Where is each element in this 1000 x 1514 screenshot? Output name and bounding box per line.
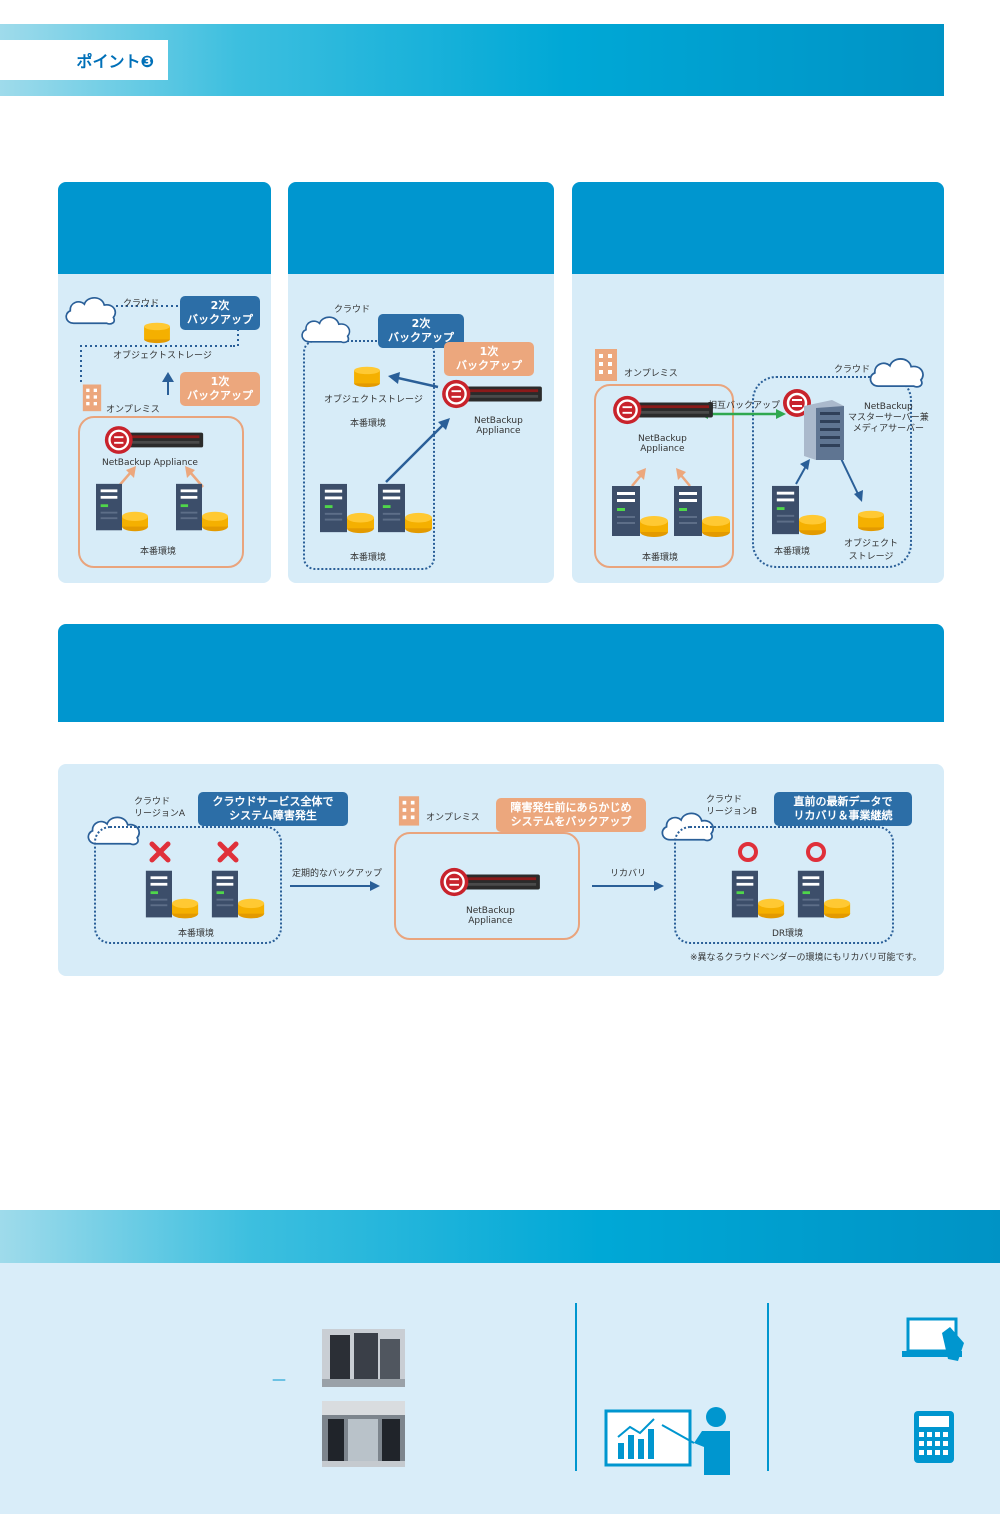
- cloud-region-box: [303, 340, 435, 570]
- cloud-icon: [298, 310, 354, 348]
- failure-x-icon: [149, 841, 171, 863]
- section-2-header: [58, 624, 944, 722]
- netbackup-appliance-icon: [438, 378, 546, 410]
- calculator-icon: [914, 1411, 954, 1463]
- dr-diagram-panel: クラウドリージョンA クラウドサービス全体でシステム障害発生 本番環境 定期的な…: [58, 764, 944, 976]
- server-icon: [376, 482, 434, 536]
- divider: [767, 1303, 769, 1471]
- cloud-label: クラウド: [123, 299, 160, 309]
- failure-bubble: クラウドサービス全体でシステム障害発生: [198, 792, 348, 826]
- onprem-box: [394, 832, 580, 940]
- panel-3-header: [572, 182, 944, 274]
- dr-flow-arrows: [290, 881, 664, 891]
- laptop-touch-icon: [902, 1317, 964, 1361]
- production-label: 本番環境: [178, 929, 215, 939]
- onprem-box: [594, 384, 734, 568]
- cloud-icon: [62, 290, 120, 330]
- production-label-right: 本番環境: [774, 547, 811, 557]
- server-icon: [672, 484, 732, 540]
- datacenter-photo-1: [322, 1329, 405, 1387]
- server-icon: [796, 868, 852, 922]
- recovery-label: リカバリ: [610, 869, 647, 879]
- footer-dash: —: [272, 1372, 286, 1388]
- onprem-label: オンプレミス: [426, 813, 480, 823]
- pre-backup-bubble: 障害発生前にあらかじめシステムをバックアップ: [496, 798, 646, 832]
- panel-1-header: [58, 182, 271, 274]
- divider: [575, 1303, 577, 1471]
- netbackup-appliance-icon: [608, 394, 718, 426]
- failure-x-icon: [217, 841, 239, 863]
- region-a-box: [94, 826, 282, 944]
- cloud-region-b-label: クラウドリージョンB: [706, 795, 757, 817]
- point-label: ポイント❸: [0, 40, 168, 80]
- object-storage-icon: [352, 364, 382, 388]
- mutual-backup-label: 相互バックアップ: [708, 401, 781, 411]
- dr-environment-label: DR環境: [772, 929, 804, 939]
- dr-region-box: [674, 826, 894, 944]
- netbackup-appliance-icon: [438, 866, 542, 898]
- object-storage-icon: [856, 508, 886, 532]
- production-label-left: 本番環境: [642, 553, 679, 563]
- appliance-label: NetBackup Appliance: [102, 458, 198, 468]
- primary-backup-bubble: 1次バックアップ: [180, 372, 260, 406]
- secondary-backup-bubble: 2次バックアップ: [378, 314, 464, 348]
- master-server-icon: [804, 398, 844, 460]
- server-icon: [730, 868, 786, 922]
- onprem-label: オンプレミス: [624, 369, 678, 379]
- diagram-panel-1: クラウド 2次バックアップ オブジェクトストレージ オンプレミス 1次バックアッ…: [58, 182, 271, 583]
- ok-circle-icon: [806, 842, 826, 862]
- netbackup-appliance-icon: [103, 424, 205, 456]
- presentation-icon: [604, 1407, 730, 1475]
- recovery-bubble: 直前の最新データでリカバリ＆事業継続: [774, 792, 912, 826]
- server-icon: [610, 484, 670, 540]
- building-icon: [82, 382, 102, 412]
- server-icon: [318, 482, 376, 536]
- periodic-backup-label: 定期的なバックアップ: [292, 869, 383, 879]
- production-label: 本番環境: [140, 547, 177, 557]
- object-storage-icon: [142, 320, 172, 344]
- diagram-panel-2: クラウド 2次バックアップ 1次バックアップ オブジェクトストレージ 本番環境 …: [288, 182, 554, 583]
- panel-2-connectors: [385, 372, 450, 483]
- footnote: ※異なるクラウドベンダーの環境にもリカバリ可能です。: [690, 953, 922, 963]
- cloud-label: クラウド: [834, 365, 871, 375]
- server-icon: [94, 482, 150, 534]
- footer-area: —: [0, 1263, 1000, 1514]
- production-label: 本番環境: [350, 553, 387, 563]
- secondary-backup-bubble: 2次バックアップ: [180, 296, 260, 330]
- object-storage-label: オブジェクトストレージ: [844, 539, 899, 562]
- cloud-label: クラウド: [334, 305, 371, 315]
- bottom-banner: [0, 1210, 1000, 1263]
- ok-circle-icon: [738, 842, 758, 862]
- server-icon: [770, 484, 828, 538]
- datacenter-photo-2: [322, 1401, 405, 1467]
- panel-2-header: [288, 182, 554, 274]
- server-icon: [174, 482, 230, 534]
- onprem-label: オンプレミス: [106, 405, 160, 415]
- cloud-region-a-label: クラウドリージョンA: [134, 797, 185, 819]
- building-icon: [398, 792, 420, 828]
- object-storage-label: オブジェクトストレージ: [113, 351, 212, 361]
- onprem-box: [78, 416, 244, 568]
- object-storage-label: オブジェクトストレージ: [324, 395, 423, 405]
- cloud-region-box: [752, 376, 912, 568]
- primary-backup-bubble: 1次バックアップ: [444, 342, 534, 376]
- production-region-label: 本番環境: [350, 419, 387, 429]
